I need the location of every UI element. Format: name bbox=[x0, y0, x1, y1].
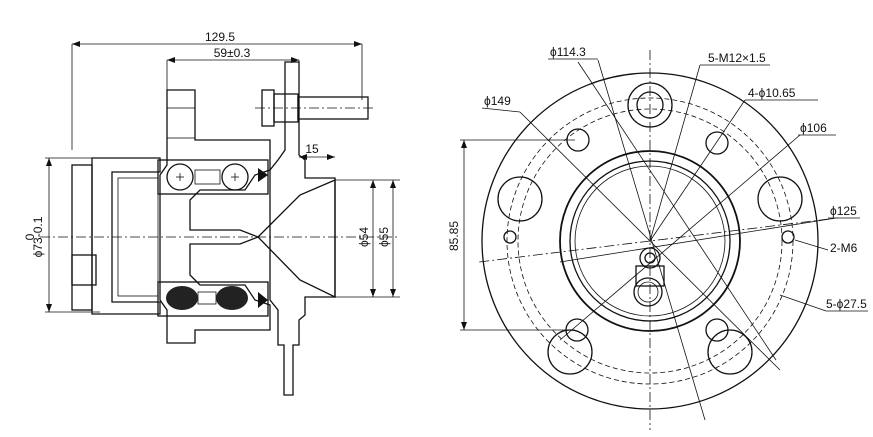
leader bbox=[559, 134, 801, 341]
dim-stud-thread: 5-M12×1.5 bbox=[708, 51, 766, 65]
flange-stub bbox=[166, 107, 196, 139]
side-section-view: 129.5 59±0.3 15 0 ϕ73-0.1 ϕ54 ϕ55 bbox=[23, 30, 400, 396]
front-centerline-h bbox=[479, 217, 839, 263]
front-view: 85.85 ϕ114.3 5-M12×1.5 4-ϕ10.65 ϕ149 ϕ10… bbox=[447, 45, 868, 430]
dim-pilot-length: 15 bbox=[305, 142, 319, 156]
upper-bearing bbox=[157, 159, 269, 195]
dim-flange-offset: 59±0.3 bbox=[214, 46, 251, 60]
dim-large-holes: 5-ϕ27.5 bbox=[826, 297, 867, 311]
leader bbox=[649, 99, 746, 242]
bearing-housing bbox=[91, 157, 161, 315]
dim-overall-length: 129.5 bbox=[205, 30, 235, 44]
small-hole bbox=[705, 318, 729, 342]
dim-dia-125: ϕ125 bbox=[830, 204, 857, 218]
dim-outer-dia: ϕ73-0.1 bbox=[31, 216, 45, 257]
stud-hole bbox=[757, 176, 803, 222]
sensor-base bbox=[635, 265, 665, 287]
leader bbox=[597, 59, 706, 421]
sensor-connector bbox=[71, 254, 97, 286]
small-hole bbox=[705, 131, 729, 155]
abs-sensor-ring bbox=[71, 164, 93, 311]
dim-pcd-114: ϕ114.3 bbox=[550, 45, 586, 59]
pilot-core bbox=[574, 165, 726, 317]
pilot-inner bbox=[569, 160, 731, 322]
lower-bearing bbox=[157, 281, 269, 317]
sensor-round bbox=[633, 277, 663, 307]
outer-disk bbox=[481, 72, 819, 410]
dim-height-85: 85.85 bbox=[447, 221, 461, 251]
pilot-106 bbox=[559, 150, 741, 332]
stud-hole bbox=[627, 82, 673, 128]
pitch-circle bbox=[517, 108, 783, 374]
leader bbox=[559, 217, 837, 263]
stud-hole-inner bbox=[636, 91, 664, 119]
hub-flange bbox=[269, 61, 336, 396]
dim-outer-dia-zero: 0 bbox=[23, 233, 37, 240]
m6-hole bbox=[503, 230, 517, 244]
seal-mark bbox=[258, 168, 268, 182]
leader bbox=[577, 61, 777, 361]
wheel-stud bbox=[255, 89, 375, 127]
dim-bore-small: ϕ54 bbox=[357, 227, 371, 247]
stud-hole bbox=[707, 329, 753, 375]
dim-thread-m6: 2-M6 bbox=[830, 241, 858, 255]
stud-hole bbox=[497, 176, 543, 222]
leader bbox=[649, 64, 701, 242]
hub-bore bbox=[257, 179, 336, 299]
m6-hole bbox=[781, 230, 795, 244]
dim-dia-149: ϕ149 bbox=[484, 94, 511, 108]
dim-small-holes: 4-ϕ10.65 bbox=[748, 86, 796, 100]
inner-ring bbox=[117, 177, 159, 297]
dim-dia-106: ϕ106 bbox=[800, 121, 827, 135]
dim-bore-large: ϕ55 bbox=[377, 227, 391, 247]
